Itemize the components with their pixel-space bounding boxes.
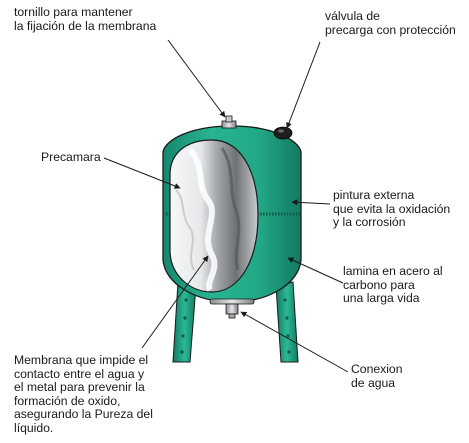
valve-cap [273, 126, 293, 140]
label-lamina: lamina en acero al carbono para una larg… [343, 264, 443, 306]
water-connection [209, 298, 255, 319]
cutaway-membrane [169, 139, 259, 293]
leader-pintura [291, 199, 331, 206]
label-pintura: pintura externa que evita la oxidación y… [333, 188, 451, 230]
leader-membrana [141, 255, 209, 349]
leader-tornillo [167, 39, 226, 118]
label-membrana: Membrana que impide el contacto entre el… [14, 353, 153, 435]
leader-valvula [286, 41, 321, 129]
tank-leg-right [275, 281, 299, 363]
leader-lamina [287, 257, 344, 284]
leader-conexion [240, 311, 349, 373]
leader-precamara [103, 157, 181, 189]
label-valvula: válvula de precarga con protección [325, 9, 456, 37]
label-conexion: Conexion de agua [351, 362, 403, 390]
top-screw [221, 115, 237, 129]
label-tornillo: tornillo para mantener la fijación de la… [14, 5, 157, 33]
label-precamara: Precamara [41, 150, 101, 164]
